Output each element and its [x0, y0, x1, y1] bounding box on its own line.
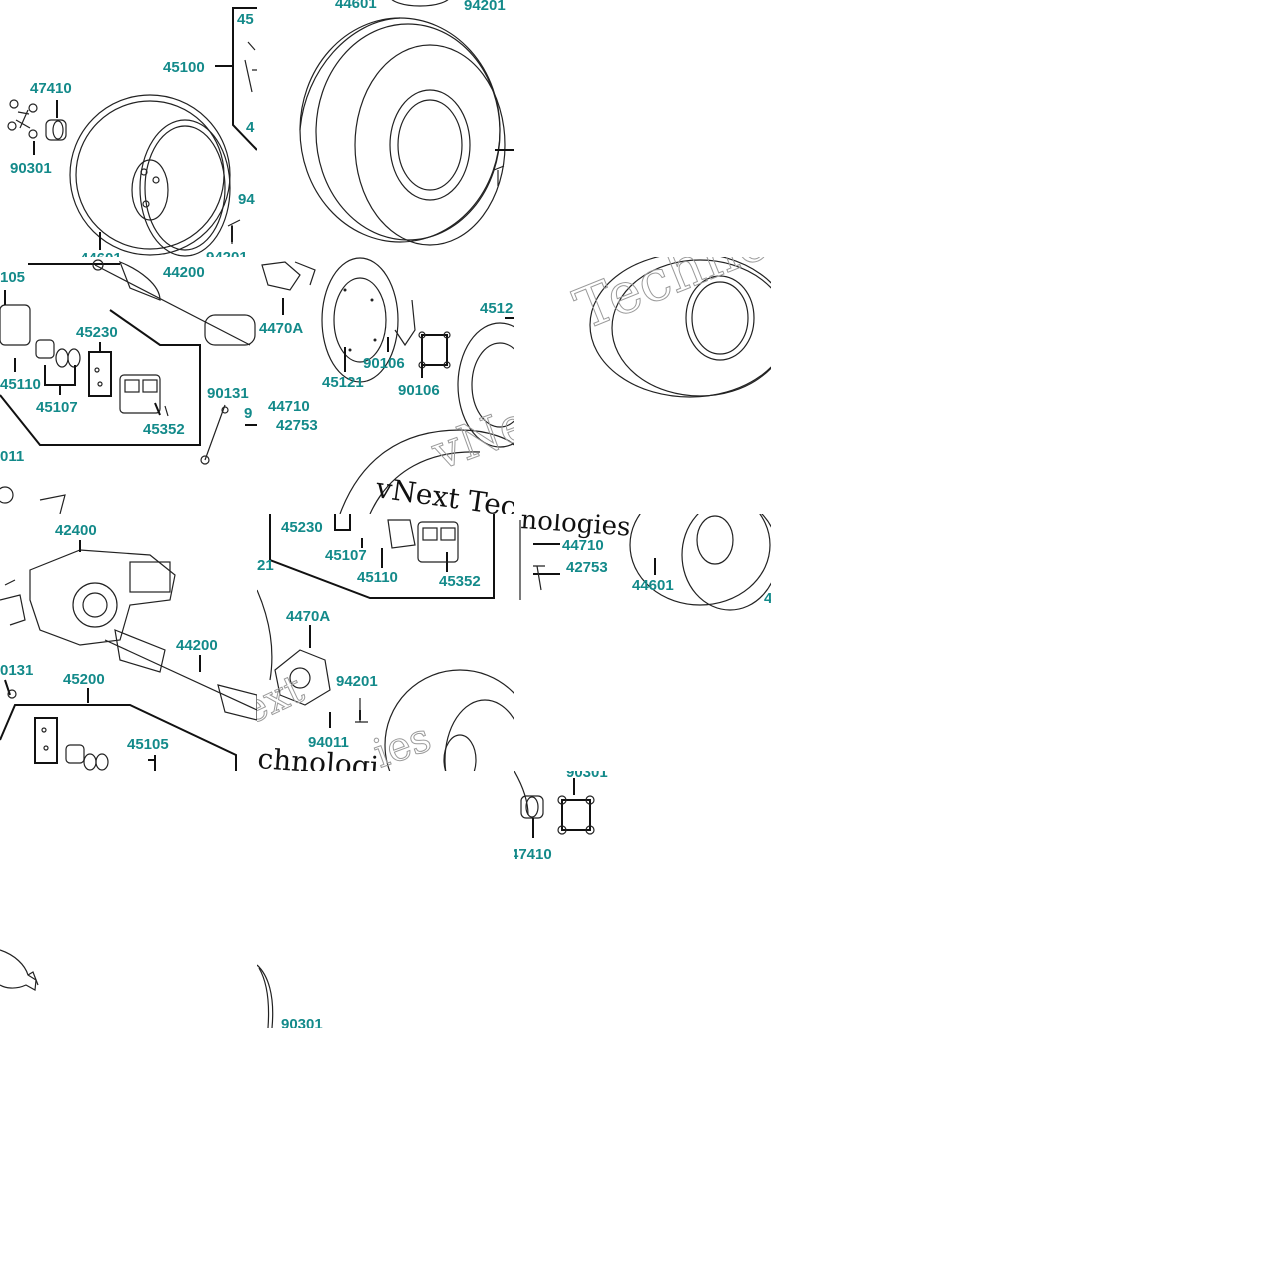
part-label[interactable]: 4470A [259, 320, 303, 337]
part-label[interactable]: 90301 [566, 764, 608, 781]
tile-r2c0: 42400 44200 0131 45200 45105 [0, 522, 257, 771]
part-label[interactable]: 45230 [281, 519, 323, 536]
watermark-text: chnologi [257, 742, 380, 783]
brake-disc-icon [321, 257, 399, 383]
part-label[interactable]: 42400 [55, 522, 97, 539]
part-label[interactable]: 45121 [322, 374, 364, 391]
watermark-text: ext [235, 666, 311, 734]
part-label[interactable]: 90301 [281, 1016, 323, 1033]
part-label[interactable]: 44710 [562, 537, 604, 554]
hub-collar-icon [45, 119, 67, 141]
hub-knuckle-icon [274, 649, 331, 706]
part-label[interactable]: 4 [764, 590, 773, 607]
tile-r2c2: 44710 42753 44601 4 nologies [519, 505, 773, 611]
part-label[interactable]: 94201 [464, 0, 506, 14]
differential-housing-icon [29, 549, 176, 646]
part-label[interactable]: 011 [0, 448, 24, 465]
tile-r0c1: 44601 94201 [299, 0, 514, 246]
lug-nut-set-icon [7, 99, 38, 139]
part-label[interactable]: 21 [257, 557, 274, 574]
part-label[interactable]: 44200 [163, 264, 205, 281]
axle-stub-icon [0, 949, 39, 991]
part-label[interactable]: 47410 [510, 846, 552, 863]
part-label[interactable]: 45352 [439, 573, 481, 590]
part-label[interactable]: 45107 [325, 547, 367, 564]
tile-r0c0: 45100 47410 90301 44601 45 4 94 94201 [7, 7, 257, 267]
part-label[interactable]: 90301 [10, 160, 52, 177]
wheel-rim-icon [69, 94, 231, 257]
part-label[interactable]: 4512 [480, 300, 513, 317]
tire-icon [589, 257, 771, 398]
tire-icon [299, 17, 506, 246]
part-label[interactable]: 45105 [127, 736, 169, 753]
brake-caliper-icon [119, 374, 161, 414]
part-label[interactable]: 42753 [276, 417, 318, 434]
part-label[interactable]: 94 [238, 191, 255, 208]
part-label[interactable]: 4 [246, 119, 255, 136]
tile-r1c0: 105 44200 45230 45110 45107 90131 45352 … [0, 259, 257, 514]
part-label[interactable]: 9 [244, 405, 252, 422]
part-label[interactable]: 45110 [0, 376, 41, 393]
part-label[interactable]: 45 [237, 11, 254, 28]
watermark-text: Techno [566, 207, 779, 343]
part-label[interactable]: 90106 [363, 355, 405, 372]
part-label[interactable]: 44601 [632, 577, 674, 594]
part-label[interactable]: 94201 [206, 249, 248, 266]
part-label[interactable]: 94011 [308, 734, 349, 751]
part-label[interactable]: 45110 [357, 569, 398, 586]
part-label[interactable]: 0131 [0, 662, 33, 679]
brake-disc-icon [457, 322, 514, 448]
drive-shaft-icon [104, 629, 257, 721]
watermark-text: nologies [520, 505, 632, 543]
part-label[interactable]: 4470A [286, 608, 330, 625]
hub-knuckle-icon [261, 261, 316, 291]
tile-r3c0 [0, 949, 39, 991]
part-label[interactable]: 45352 [143, 421, 185, 438]
part-label[interactable]: 105 [0, 269, 25, 286]
tile-r1c2: Techno [565, 207, 779, 398]
part-label[interactable]: 44710 [268, 398, 310, 415]
tile-r3c1: 90301 [257, 964, 323, 1033]
part-label[interactable]: 42753 [566, 559, 608, 576]
wheel-rim-icon [629, 514, 771, 611]
part-label[interactable]: 47410 [30, 80, 72, 97]
part-label[interactable]: 45107 [36, 399, 78, 416]
part-label[interactable]: 45100 [163, 59, 205, 76]
part-label[interactable]: 44601 [335, 0, 377, 12]
part-label[interactable]: 90131 [207, 385, 249, 402]
tile-r3c2: 90301 47410 [510, 764, 608, 863]
part-label[interactable]: 45230 [76, 324, 118, 341]
drive-shaft-icon [92, 259, 256, 346]
part-label[interactable]: 44601 [80, 250, 122, 267]
part-label[interactable]: 90106 [398, 382, 440, 399]
bearing-housing-icon [0, 304, 81, 368]
part-label[interactable]: 44200 [176, 637, 218, 654]
lug-nut-set-icon [557, 795, 595, 835]
wheel-rim-icon [384, 669, 514, 771]
brake-caliper-icon [417, 521, 459, 563]
tile-r1c1: 4470A 45121 90106 90106 4512 44710 42753… [259, 257, 536, 514]
tile-r2c1: 45230 45107 45110 45352 21 4470A 94201 9… [235, 514, 514, 783]
part-label[interactable]: 45200 [63, 671, 105, 688]
part-label[interactable]: 94201 [336, 673, 378, 690]
watermark-text: vNe [424, 395, 536, 481]
hub-collar-icon [520, 795, 544, 819]
